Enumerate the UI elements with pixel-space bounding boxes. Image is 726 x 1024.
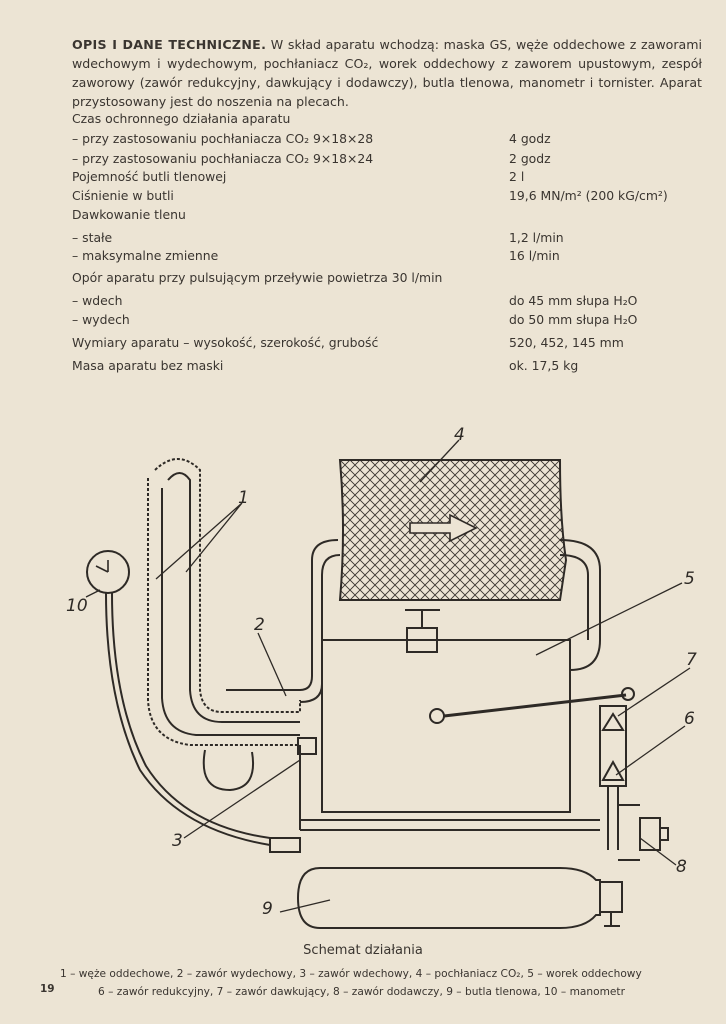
spec-label: Pojemność butli tlenowej	[72, 169, 227, 184]
leader-lines	[85, 439, 691, 913]
lever-end	[621, 687, 635, 701]
diagram-label-1: 1	[238, 488, 249, 508]
diagram-label-3: 3	[172, 831, 183, 851]
spec-label: – stałe	[72, 230, 113, 245]
spec-label: Masa aparatu bez maski	[72, 358, 224, 373]
figure-legend: 1 – węże oddechowe, 2 – zawór wydechowy,…	[60, 965, 710, 1001]
breathing-hose	[147, 458, 341, 746]
diagram-label-10: 10	[66, 596, 88, 616]
spec-label: Dawkowanie tlenu	[72, 207, 186, 222]
diagram-label-5: 5	[684, 569, 695, 589]
legend-line: 1 – węże oddechowe, 2 – zawór wydechowy,…	[60, 968, 642, 980]
manometer	[86, 550, 271, 846]
intro-text: W skład aparatu wchodzą: maska GS, węże …	[72, 37, 702, 109]
spec-value: 4 godz	[509, 131, 551, 146]
hose-bend	[202, 749, 254, 792]
spec-label: Opór aparatu przy pulsującym przeływie p…	[72, 270, 443, 285]
relief-valve	[405, 609, 440, 653]
spec-value: do 45 mm słupa H₂O	[509, 293, 638, 308]
page-number: 19	[40, 983, 55, 995]
diagram-label-7: 7	[686, 650, 697, 670]
spec-value: 19,6 MN/m² (200 kG/cm²)	[509, 188, 668, 203]
oxygen-cylinder	[296, 867, 623, 929]
spec-label: Wymiary aparatu – wysokość, szerokość, g…	[72, 335, 379, 350]
spec-label: – wydech	[72, 312, 130, 327]
spec-label: Czas ochronnego działania aparatu	[72, 111, 291, 126]
diagram-label-4: 4	[454, 425, 465, 445]
inhalation-valve	[269, 737, 317, 853]
spec-label: – przy zastosowaniu pochłaniacza CO₂ 9×1…	[72, 131, 374, 146]
spec-value: 2 godz	[509, 151, 551, 166]
spec-label: – wdech	[72, 293, 123, 308]
legend-line: 6 – zawór redukcyjny, 7 – zawór dawkując…	[98, 986, 625, 998]
diagram-label-2: 2	[254, 615, 265, 635]
spec-value: do 50 mm słupa H₂O	[509, 312, 638, 327]
flow-arrow-icon	[409, 513, 478, 543]
spec-label: – przy zastosowaniu pochłaniacza CO₂ 9×1…	[72, 151, 374, 166]
lever-pivot	[429, 708, 445, 724]
spec-value: 1,2 l/min	[509, 230, 564, 245]
diagram-label-9: 9	[262, 899, 273, 919]
spec-value: 2 l	[509, 169, 525, 184]
bypass-valve	[618, 804, 669, 861]
intro-paragraph: OPIS I DANE TECHNICZNE. W skład aparatu …	[72, 35, 702, 111]
spec-value: ok. 17,5 kg	[509, 358, 579, 373]
spec-value: 16 l/min	[509, 248, 560, 263]
co2-absorber	[338, 459, 601, 671]
valve-block	[599, 705, 627, 850]
spec-label: Ciśnienie w butli	[72, 188, 174, 203]
supply-line	[300, 819, 600, 831]
breathing-bag	[321, 639, 571, 813]
spec-value: 520, 452, 145 mm	[509, 335, 624, 350]
figure-caption-title: Schemat działania	[303, 943, 423, 958]
diagram-label-6: 6	[684, 709, 695, 729]
section-heading: OPIS I DANE TECHNICZNE.	[72, 37, 267, 52]
spec-label: – maksymalne zmienne	[72, 248, 219, 263]
dosing-lever	[443, 693, 627, 718]
diagram-label-8: 8	[676, 857, 687, 877]
